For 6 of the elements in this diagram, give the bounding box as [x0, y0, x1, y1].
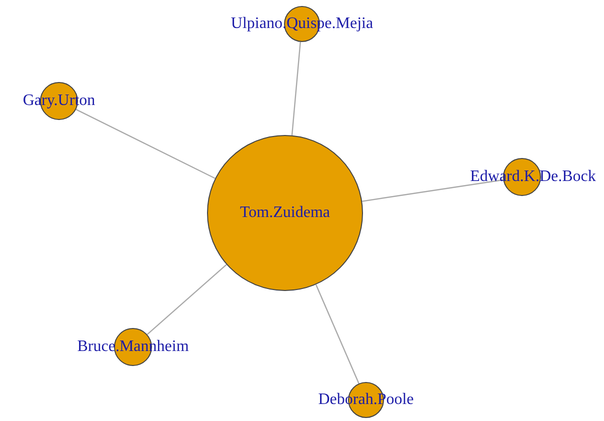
node-label: Tom.Zuidema: [240, 204, 330, 222]
edge-line: [76, 108, 216, 179]
edge-line: [315, 284, 360, 384]
edge-line: [146, 264, 227, 335]
edge-line: [291, 42, 301, 136]
edge-line: [362, 179, 504, 202]
